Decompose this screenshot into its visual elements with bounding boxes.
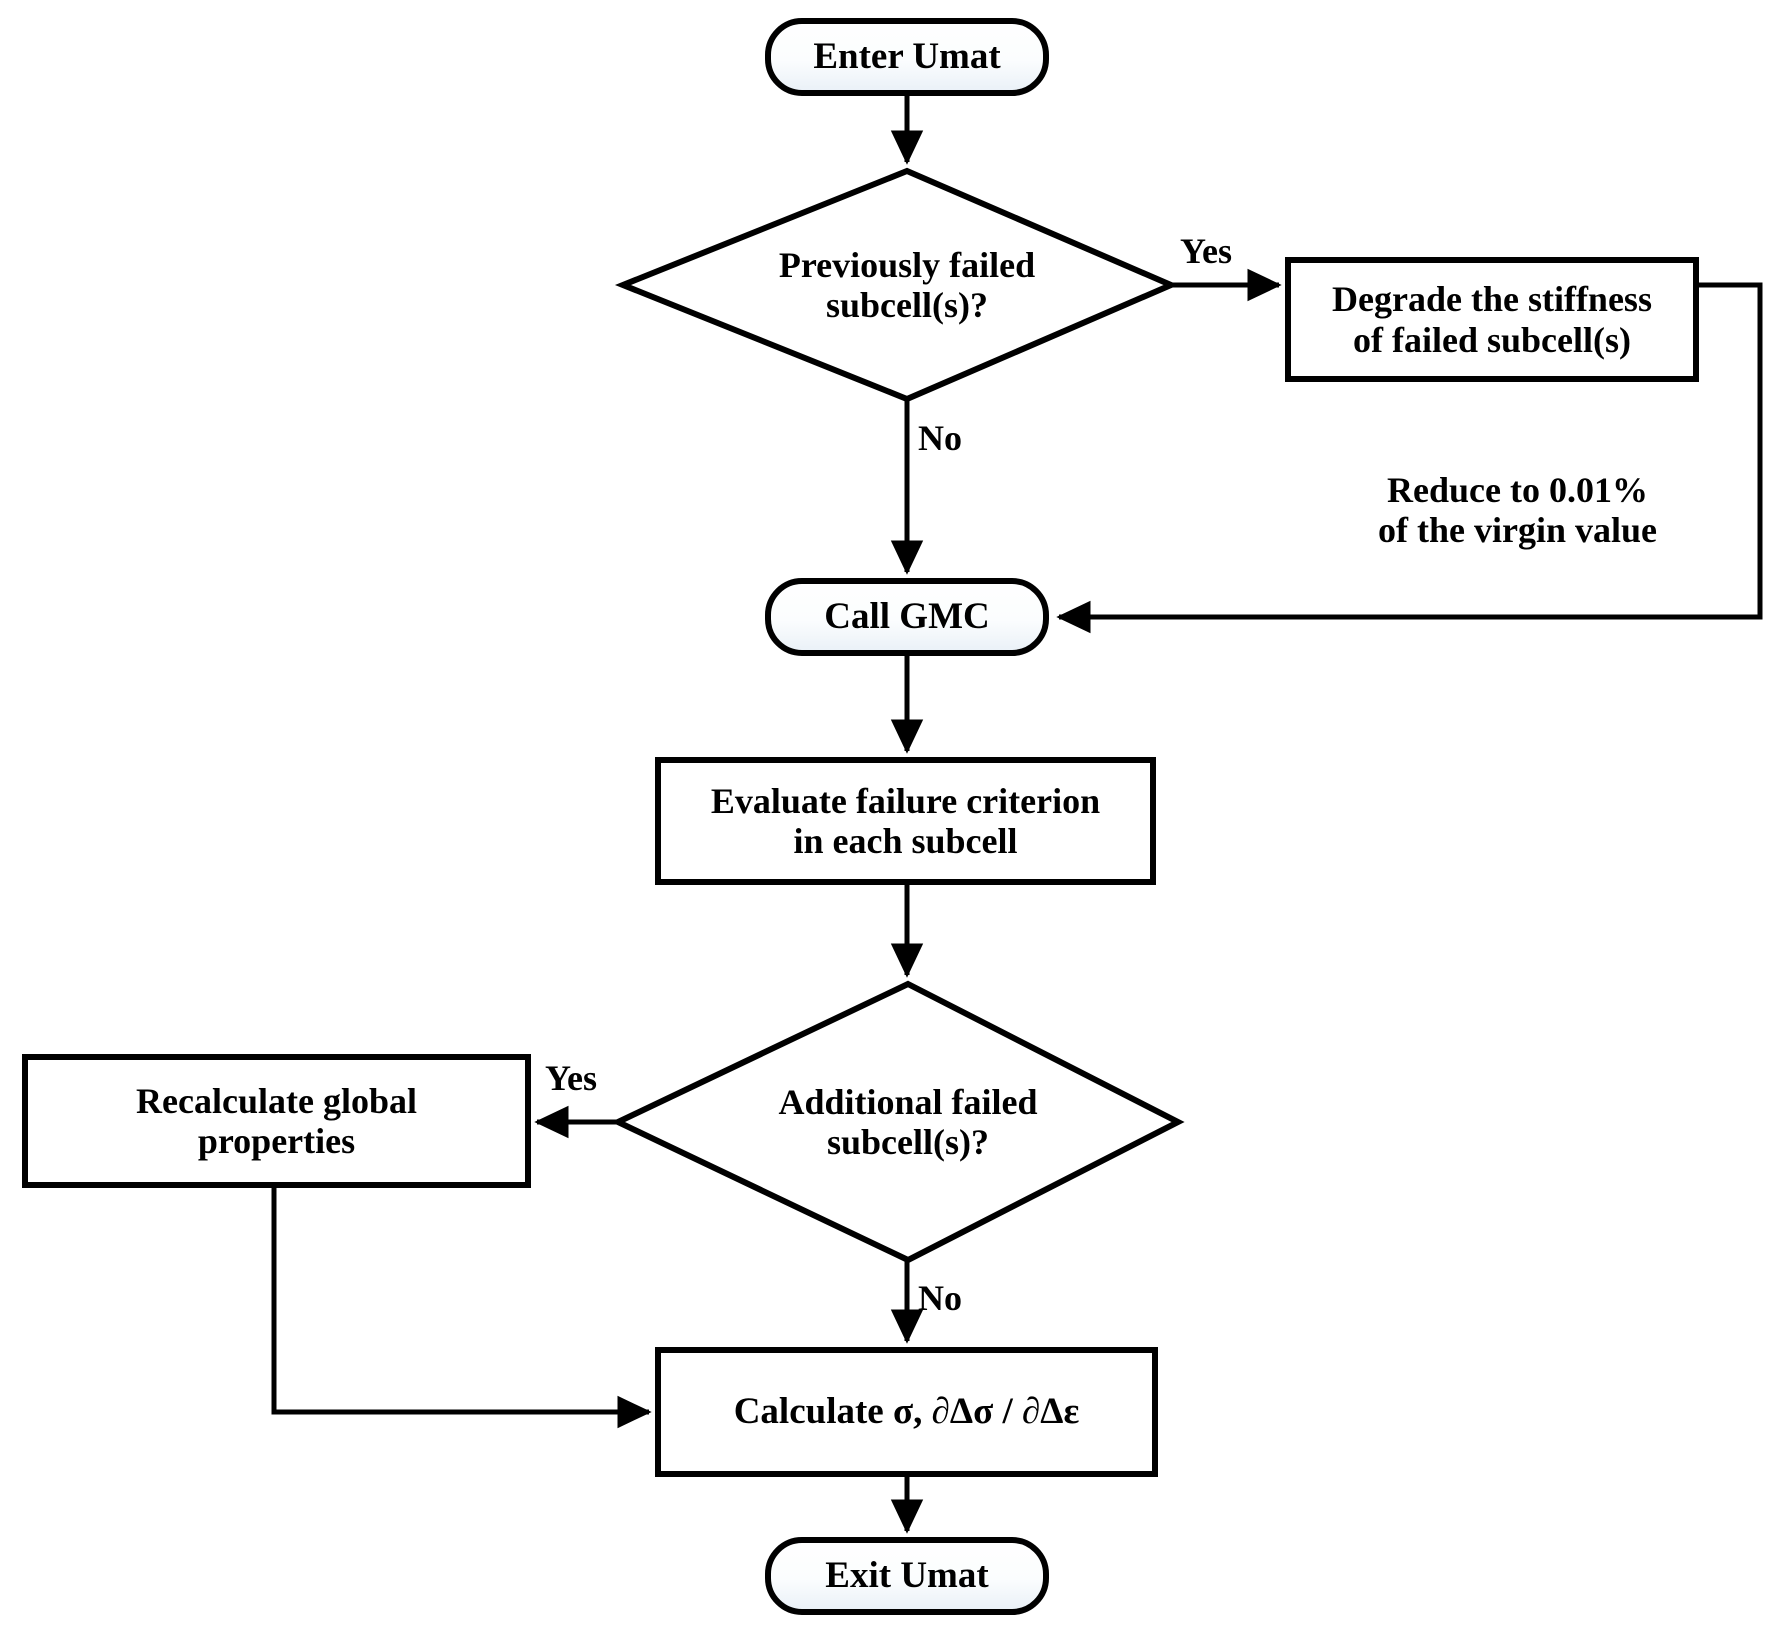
node-shape-previously-failed[interactable] xyxy=(614,167,1179,403)
edge-label-no-previously-failed: No xyxy=(918,418,962,458)
node-shape-degrade-stiffness[interactable] xyxy=(1285,257,1699,382)
annotation-reduce-note: Reduce to 0.01% of the virgin value xyxy=(1378,470,1657,551)
node-shape-exit-umat[interactable] xyxy=(765,1537,1049,1615)
edge-label-yes-previously-failed: Yes xyxy=(1180,231,1232,271)
edge-label-yes-additional-failed: Yes xyxy=(545,1058,597,1098)
node-shape-recalculate-global[interactable] xyxy=(22,1054,531,1188)
connector-recalculate-to-calculate-stress xyxy=(271,1185,652,1429)
node-shape-calculate-stress[interactable] xyxy=(655,1347,1158,1477)
node-shape-evaluate-failure[interactable] xyxy=(655,757,1156,885)
node-shape-additional-failed[interactable] xyxy=(611,980,1185,1264)
node-shape-enter-umat[interactable] xyxy=(765,18,1049,96)
connector-degrade-to-call-gmc xyxy=(1056,282,1763,634)
edge-label-no-additional-failed: No xyxy=(918,1278,962,1318)
node-shape-call-gmc[interactable] xyxy=(765,578,1049,656)
